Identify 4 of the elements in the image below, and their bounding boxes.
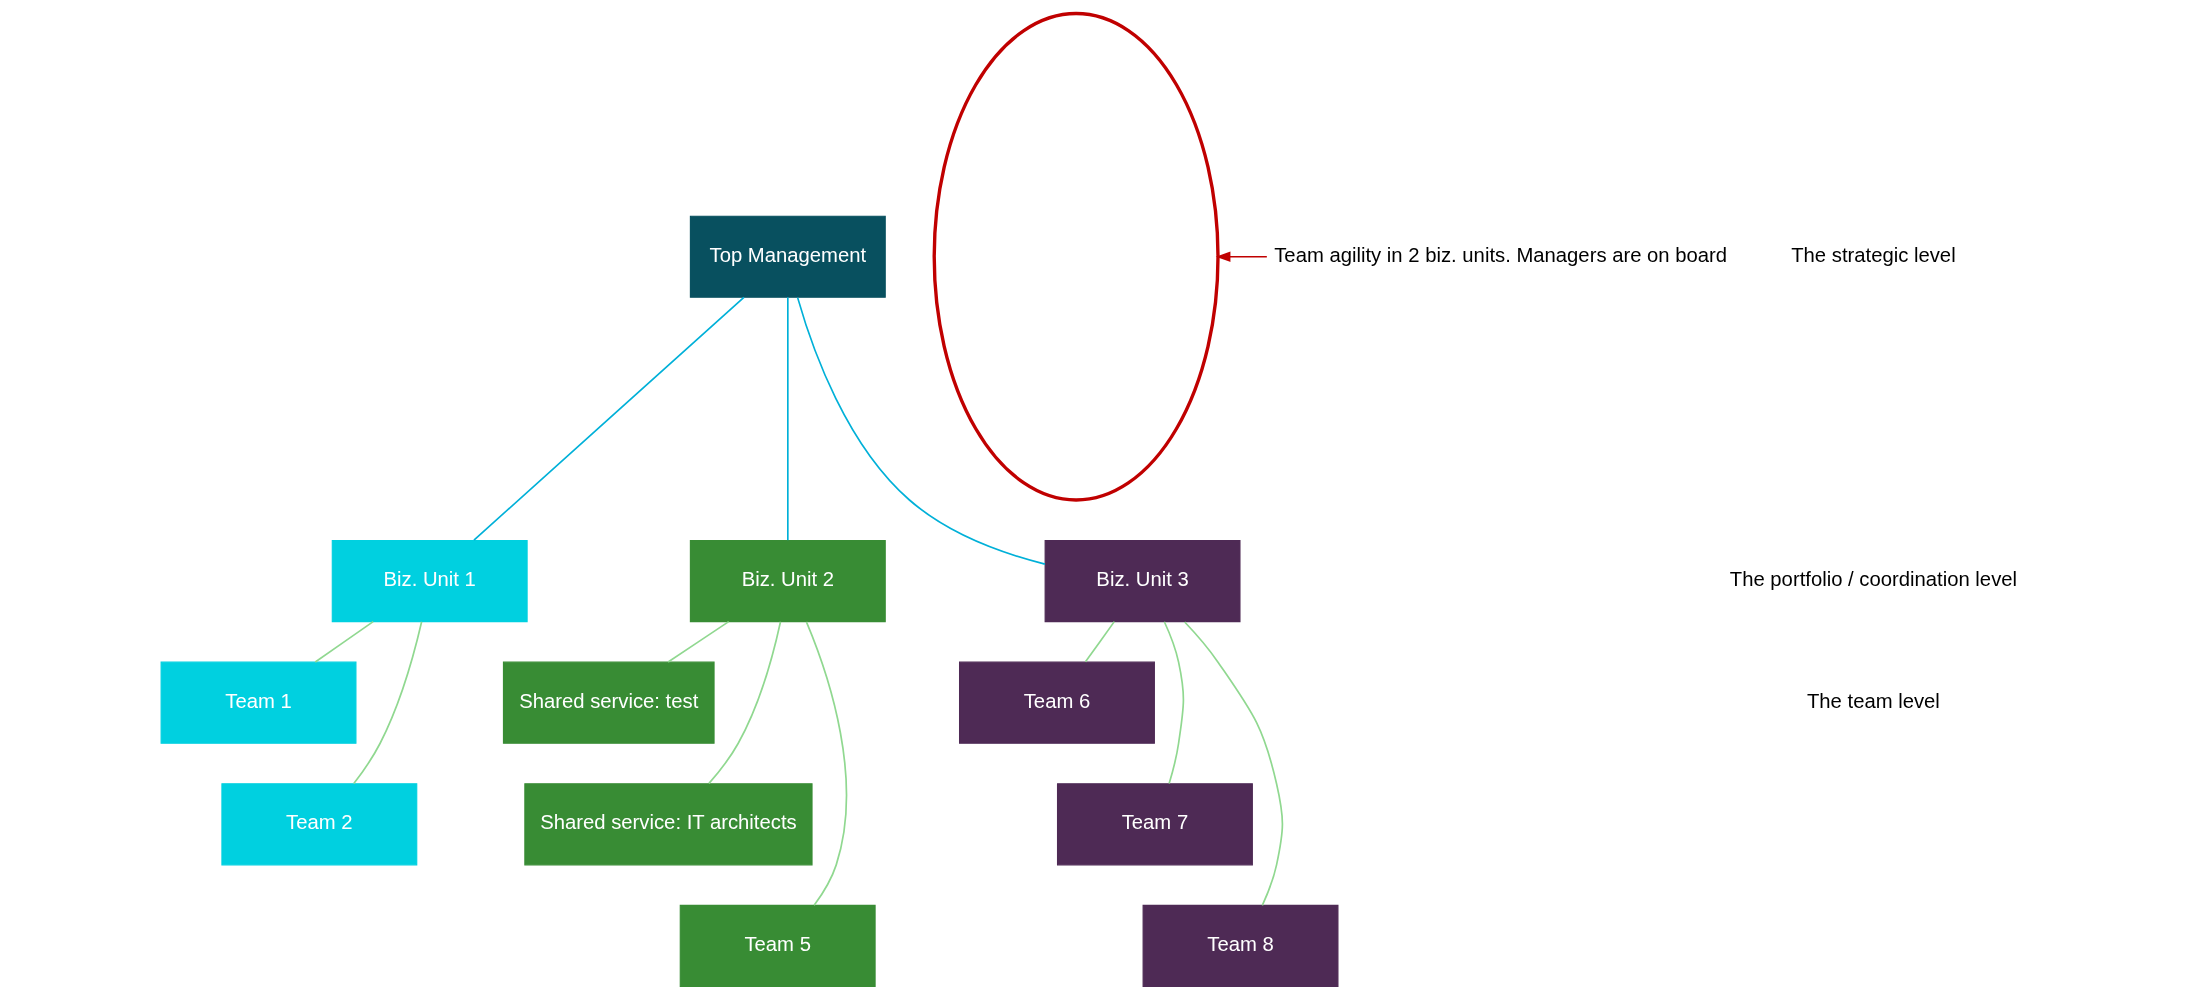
label: The portfolio / coordination level — [1729, 567, 2017, 590]
label: The team level — [1806, 689, 1940, 712]
node-text: Team agility in 2 biz. units. Managers are on board — [1273, 243, 1727, 266]
label: The strategic level — [1790, 243, 1956, 266]
